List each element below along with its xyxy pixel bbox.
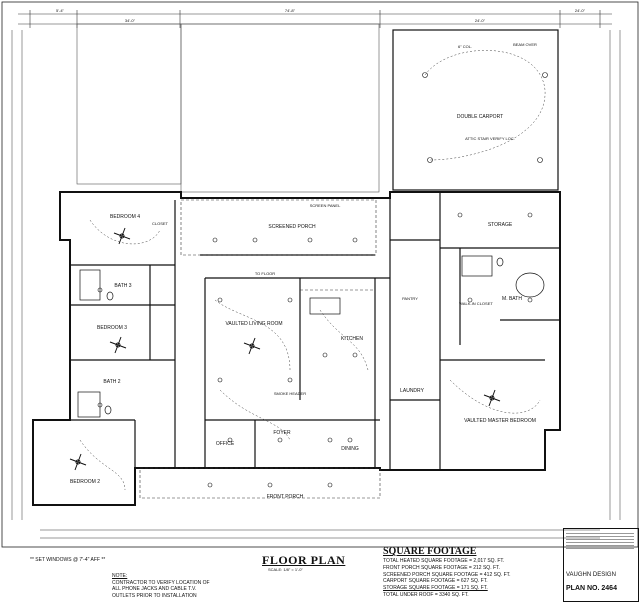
sqft-total: TOTAL UNDER ROOF = 3340 SQ. FT. (383, 591, 469, 598)
room-storage: STORAGE (488, 222, 513, 228)
room-walkin-closet: WALK-IN CLOSET (459, 301, 493, 306)
note-six-col: 6" COL. (458, 44, 472, 49)
room-front-porch: FRONT PORCH (267, 494, 304, 500)
sqft-line: TOTAL HEATED SQUARE FOOTAGE = 2,017 SQ. … (383, 558, 505, 564)
room-m-bath: M. BATH (502, 296, 522, 302)
room-screened-porch: SCREENED PORCH (268, 224, 316, 230)
contractor-note: NOTE: CONTRACTOR TO VERIFY LOCATION OF A… (112, 573, 210, 599)
room-kitchen: KITCHEN (341, 336, 363, 342)
room-closet: CLOSET (152, 221, 169, 226)
dim-top-edge: 24'-0" (575, 8, 586, 13)
note-heading: NOTE: (112, 573, 128, 579)
room-bedroom4: BEDROOM 4 (110, 214, 140, 220)
drawing-scale: SCALE: 1/8" = 1'-0" (268, 567, 303, 572)
sqft-line: SCREENED PORCH SQUARE FOOTAGE = 412 SQ. … (383, 571, 511, 578)
room-double-carport: DOUBLE CARPORT (457, 114, 503, 120)
sqft-line: FRONT PORCH SQUARE FOOTAGE = 212 SQ. FT. (383, 564, 500, 571)
sqft-heading: SQUARE FOOTAGE (383, 546, 477, 557)
room-vaulted-living: VAULTED LIVING ROOM (225, 321, 282, 327)
square-footage-table: SQUARE FOOTAGE TOTAL HEATED SQUARE FOOTA… (383, 546, 561, 599)
dim-top-left: 5'-4" (56, 8, 65, 13)
room-laundry: LAUNDRY (400, 388, 424, 394)
note-line: OUTLETS PRIOR TO INSTALLATION (112, 592, 197, 599)
note-line: CONTRACTOR TO VERIFY LOCATION OF (112, 579, 210, 586)
dim-top-right: 24'-0" (475, 18, 486, 23)
room-bath2: BATH 2 (103, 379, 120, 385)
room-vaulted-master: VAULTED MASTER BEDROOM (464, 418, 536, 424)
dim-top-mid: 34'-0" (125, 18, 136, 23)
room-dining: DINING (341, 446, 359, 452)
dim-top-overall: 74'-8" (285, 8, 296, 13)
note-screen-panel: SCREEN PANEL (310, 203, 341, 208)
note-line: ALL PHONE JACKS AND CABLE T.V. (112, 586, 197, 592)
title-block: VAUGHN DESIGN PLAN NO. 2464 (563, 528, 639, 602)
title-block-fine-print (566, 531, 634, 557)
sqft-line: STORAGE SQUARE FOOTAGE = 171 SQ. FT. (383, 585, 488, 592)
drawing-title: FLOOR PLAN (262, 553, 346, 567)
room-bath3: BATH 3 (114, 283, 131, 289)
room-office: OFFICE (216, 441, 235, 447)
room-bedroom2: BEDROOM 2 (70, 479, 100, 485)
note-beam-over: BEAM OVER (513, 42, 537, 47)
note-smoke-header: SMOKE HEADER (274, 391, 306, 396)
sqft-line: CARPORT SQUARE FOOTAGE = 627 SQ. FT. (383, 578, 488, 585)
company-name: VAUGHN DESIGN (566, 572, 616, 578)
plan-number: PLAN NO. 2464 (566, 585, 617, 592)
room-bedroom3: BEDROOM 3 (97, 325, 127, 331)
room-pantry: PANTRY (402, 296, 418, 301)
note-to-floor: TO FLOOR (255, 271, 275, 276)
note-attic-stair: ATTIC STAIR VERIFY LOC. (465, 136, 515, 141)
set-windows-note: ** SET WINDOWS @ 7'-4" AFF ** (30, 557, 106, 563)
room-foyer: FOYER (273, 430, 291, 436)
